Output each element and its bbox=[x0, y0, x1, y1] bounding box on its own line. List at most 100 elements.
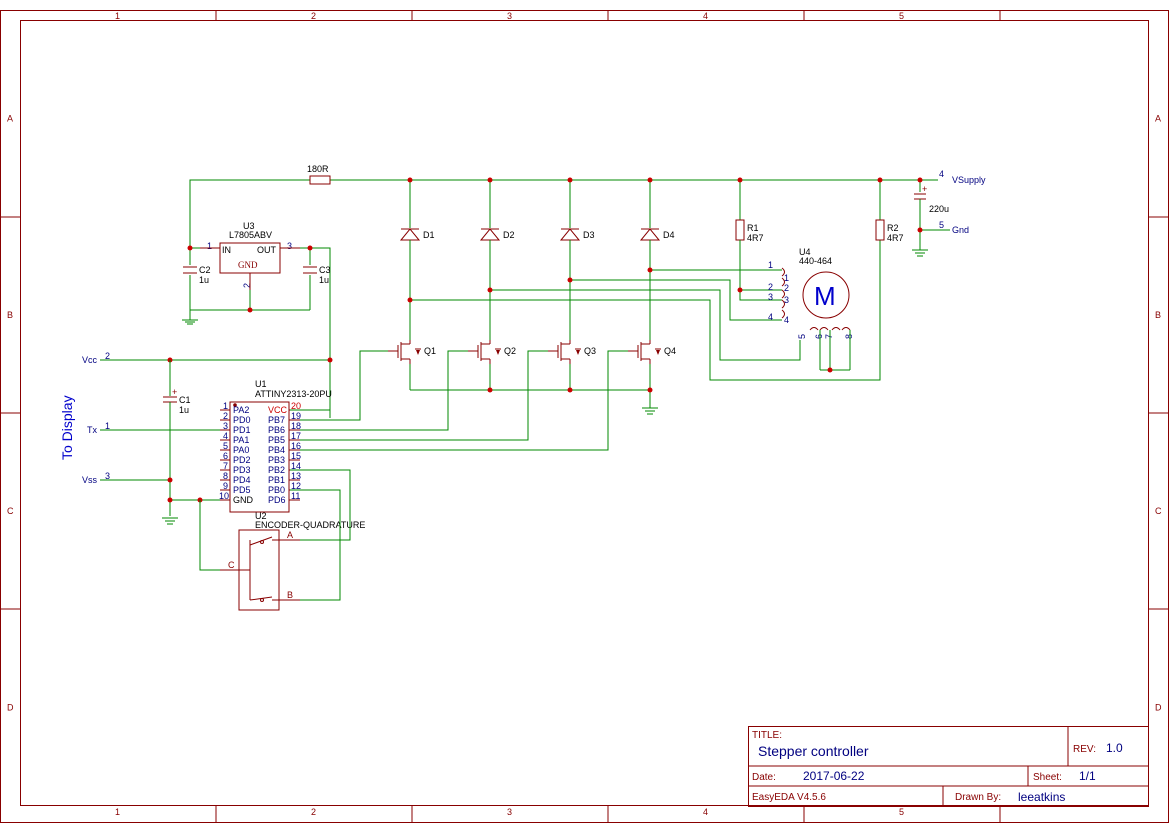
d2-label: D2 bbox=[503, 230, 515, 240]
c1-val: 1u bbox=[179, 405, 189, 415]
ground-symbol bbox=[912, 249, 928, 257]
u1-pin-name: PB6 bbox=[268, 425, 285, 435]
u1-pin-number: 19 bbox=[291, 411, 301, 421]
net-gnd: Gnd bbox=[952, 225, 969, 235]
u2-part: ENCODER-QUADRATURE bbox=[255, 520, 365, 530]
r1-val: 4R7 bbox=[747, 233, 764, 243]
u3-out: OUT bbox=[257, 245, 277, 255]
rev-label: REV: bbox=[1073, 744, 1096, 755]
c4-val: 220u bbox=[929, 204, 949, 214]
pin-vsupply: 4 bbox=[939, 169, 944, 179]
c4-polarity: + bbox=[922, 184, 927, 194]
u1-pin-number: 1 bbox=[223, 401, 228, 411]
u1-pin-name: PB4 bbox=[268, 445, 285, 455]
d3-label: D3 bbox=[583, 230, 595, 240]
u1-pin-name: PB5 bbox=[268, 435, 285, 445]
u1-pin-name: PD1 bbox=[233, 425, 251, 435]
u1-pin-name: PB3 bbox=[268, 455, 285, 465]
u1-pin-number: 16 bbox=[291, 441, 301, 451]
u2-ref: U2 bbox=[255, 511, 267, 521]
u1-pin-number: 13 bbox=[291, 471, 301, 481]
resistor-r2 bbox=[875, 219, 885, 241]
u1-pin-name: PB1 bbox=[268, 475, 285, 485]
resistor-180r bbox=[309, 175, 331, 185]
d1-label: D1 bbox=[423, 230, 435, 240]
u3-in: IN bbox=[222, 245, 231, 255]
border-col-label: 1 bbox=[115, 807, 120, 817]
u4-ref: U4 bbox=[799, 247, 811, 257]
date-label: Date: bbox=[752, 772, 776, 783]
u1-pin-name: PA2 bbox=[233, 405, 249, 415]
tool-label: EasyEDA V4.5.6 bbox=[752, 792, 826, 803]
diode-d2 bbox=[479, 228, 501, 241]
border-row-label: B bbox=[1155, 310, 1161, 320]
motor-pin5: 5 bbox=[797, 334, 807, 339]
border-col-label: 5 bbox=[899, 11, 904, 21]
u1-pin-number: 17 bbox=[291, 431, 301, 441]
motor-pin1: 1 bbox=[768, 260, 773, 270]
display-section: To Display Vcc 2 Tx 1 Vss 3 + C1 1u bbox=[59, 351, 333, 525]
u1-pin-name: PB0 bbox=[268, 485, 285, 495]
u1-pin-name: VCC bbox=[268, 405, 288, 415]
motor-pin1b: 1 bbox=[784, 273, 789, 283]
capacitor-c3 bbox=[303, 266, 317, 274]
u1-pin-name: PB7 bbox=[268, 415, 285, 425]
supply-section: + 220u 4 VSupply 5 Gnd bbox=[912, 169, 986, 257]
r2-ref: R2 bbox=[887, 223, 899, 233]
r180-label: 180R bbox=[307, 164, 329, 174]
title-label: TITLE: bbox=[752, 730, 782, 741]
motor-pin7: 7 bbox=[824, 334, 834, 339]
border-col-label: 4 bbox=[703, 807, 708, 817]
sheet-value: 1/1 bbox=[1079, 769, 1096, 783]
motor-symbol bbox=[802, 271, 850, 319]
u1-pin-name: PB2 bbox=[268, 465, 285, 475]
net-vsupply: VSupply bbox=[952, 175, 986, 185]
u1-pin-number: 7 bbox=[223, 461, 228, 471]
diodes: D1 D2 D3 D4 bbox=[399, 177, 675, 340]
u1-pin-name: PD3 bbox=[233, 465, 251, 475]
capacitor-c2 bbox=[183, 266, 197, 274]
c3-val: 1u bbox=[319, 275, 329, 285]
u1-pin-number: 2 bbox=[223, 411, 228, 421]
r1-ref: R1 bbox=[747, 223, 759, 233]
u1-pin-number: 14 bbox=[291, 461, 301, 471]
c2-ref: C2 bbox=[199, 265, 211, 275]
u1-pin-number: 8 bbox=[223, 471, 228, 481]
ground-symbol bbox=[642, 407, 658, 415]
pin-vcc: 2 bbox=[105, 351, 110, 361]
pin-tx: 1 bbox=[105, 421, 110, 431]
border-row-label: C bbox=[1155, 506, 1162, 516]
c1-polarity: + bbox=[172, 387, 177, 397]
diode-d3 bbox=[559, 228, 581, 241]
u3-pin2: 2 bbox=[242, 283, 252, 288]
q1-label: Q1 bbox=[424, 346, 436, 356]
motor-pin2: 2 bbox=[768, 282, 773, 292]
sheet-label: Sheet: bbox=[1033, 772, 1062, 783]
u1-pin-number: 9 bbox=[223, 481, 228, 491]
resistor-r1 bbox=[735, 219, 745, 241]
rev-value: 1.0 bbox=[1106, 741, 1123, 755]
mosfet-q1 bbox=[388, 340, 421, 364]
d4-label: D4 bbox=[663, 230, 675, 240]
border-col-label: 5 bbox=[899, 807, 904, 817]
c1-ref: C1 bbox=[179, 395, 191, 405]
mosfet-q2 bbox=[468, 340, 501, 364]
q3-label: Q3 bbox=[584, 346, 596, 356]
u3-ref: U3 bbox=[243, 221, 255, 231]
drawn-label: Drawn By: bbox=[955, 792, 1001, 803]
motor-pin4b: 4 bbox=[784, 315, 789, 325]
border-row-label: A bbox=[7, 114, 13, 124]
motor-letter: M bbox=[814, 281, 836, 311]
motor-pin3b: 3 bbox=[784, 295, 789, 305]
border-row-label: D bbox=[7, 703, 14, 713]
enc-pin-b: B bbox=[287, 590, 293, 600]
u1-pin-number: 11 bbox=[291, 491, 300, 501]
enc-pin-c: C bbox=[228, 560, 235, 570]
border-col-label: 3 bbox=[507, 807, 512, 817]
motor-section: R1 4R7 R2 4R7 M U4 440-464 1 2 3 4 1 2 3… bbox=[407, 177, 904, 381]
u1-pin-number: 6 bbox=[223, 451, 228, 461]
motor-pin8: 8 bbox=[844, 334, 854, 339]
date-value: 2017-06-22 bbox=[803, 769, 865, 783]
